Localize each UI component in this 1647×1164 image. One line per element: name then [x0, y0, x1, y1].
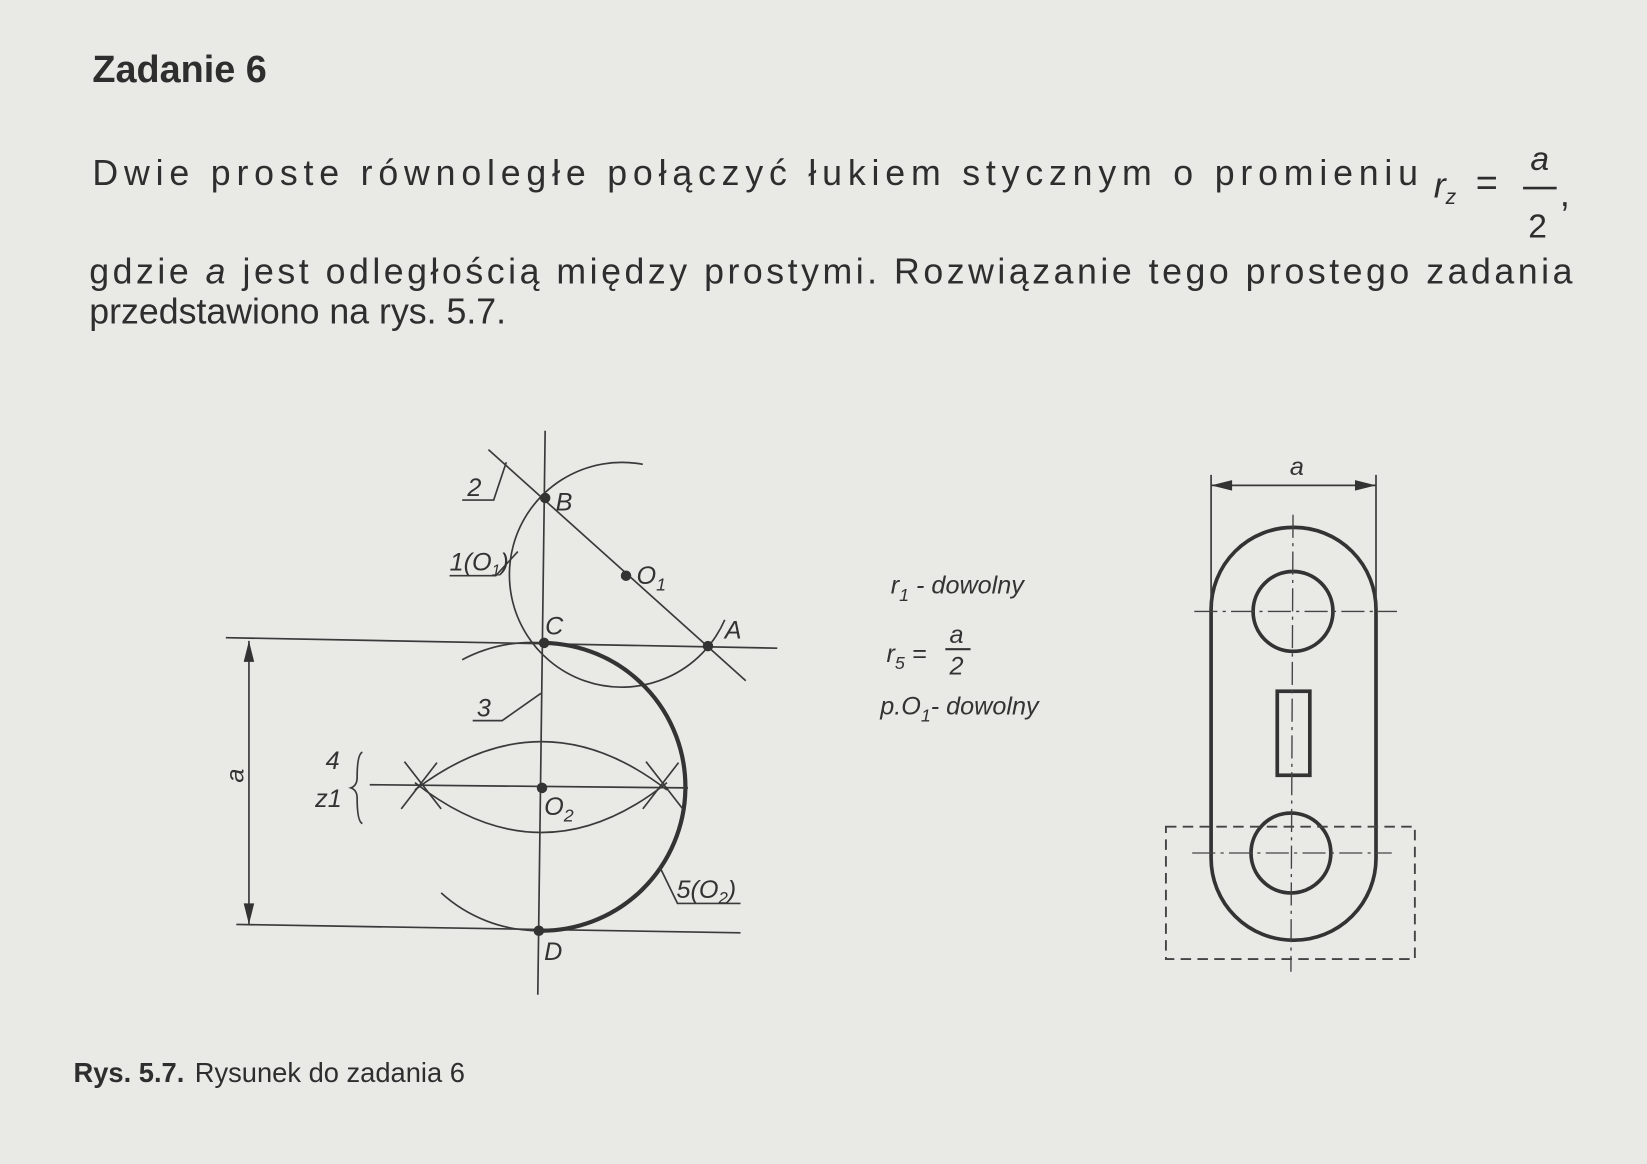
svg-text:2: 2 — [949, 652, 964, 680]
callout-1: 1(O1) — [450, 548, 509, 579]
svg-text:,: , — [1560, 174, 1570, 214]
construction-legend: r1 - dowolny r5 = a 2 p.O1- dowolny — [879, 572, 1040, 726]
point-a-label: A — [723, 617, 742, 645]
svg-text:r1 - dowolny: r1 - dowolny — [891, 572, 1026, 605]
point-o1-label: O1 — [637, 562, 667, 594]
callout-2: 2 — [466, 474, 481, 502]
paragraph-line-1: Dwie proste równoległe połączyć łukiem s… — [92, 153, 1418, 193]
part-drawing: a — [1164, 453, 1416, 972]
svg-text:a: a — [1530, 141, 1549, 178]
part-dimension-a-label: a — [1290, 453, 1304, 481]
construction-drawing — [225, 430, 778, 995]
svg-text:r5 =: r5 = — [887, 640, 927, 673]
svg-text:p.O1- dowolny: p.O1- dowolny — [879, 692, 1040, 725]
svg-text:2: 2 — [1528, 208, 1547, 245]
callout-z1: z1 — [314, 785, 342, 813]
radius-formula: rz = a 2 , — [1434, 141, 1570, 245]
paragraph-line-3: przedstawiono na rys. 5.7. — [89, 292, 506, 332]
svg-text:=: = — [1476, 162, 1498, 204]
callout-3: 3 — [477, 694, 491, 722]
svg-text:a: a — [950, 621, 964, 649]
exercise-heading: Zadanie 6 — [92, 49, 266, 91]
point-c-label: C — [545, 613, 564, 641]
construction-labels: B O1 C A O2 D 2 1(O1) 3 4 z1 5(O2) a — [222, 474, 742, 966]
callout-4: 4 — [326, 747, 340, 775]
figure-caption: Rys. 5.7.Rysunek do zadania 6 — [74, 1057, 465, 1088]
svg-text:rz: rz — [1434, 166, 1457, 209]
point-o2-label: O2 — [544, 793, 574, 825]
callout-5: 5(O2) — [676, 876, 736, 907]
point-d-label: D — [544, 938, 562, 966]
paragraph-line-2: gdzie a jest odległością między prostymi… — [89, 252, 1572, 292]
dimension-a-label: a — [222, 769, 250, 783]
point-b-label: B — [556, 489, 573, 517]
